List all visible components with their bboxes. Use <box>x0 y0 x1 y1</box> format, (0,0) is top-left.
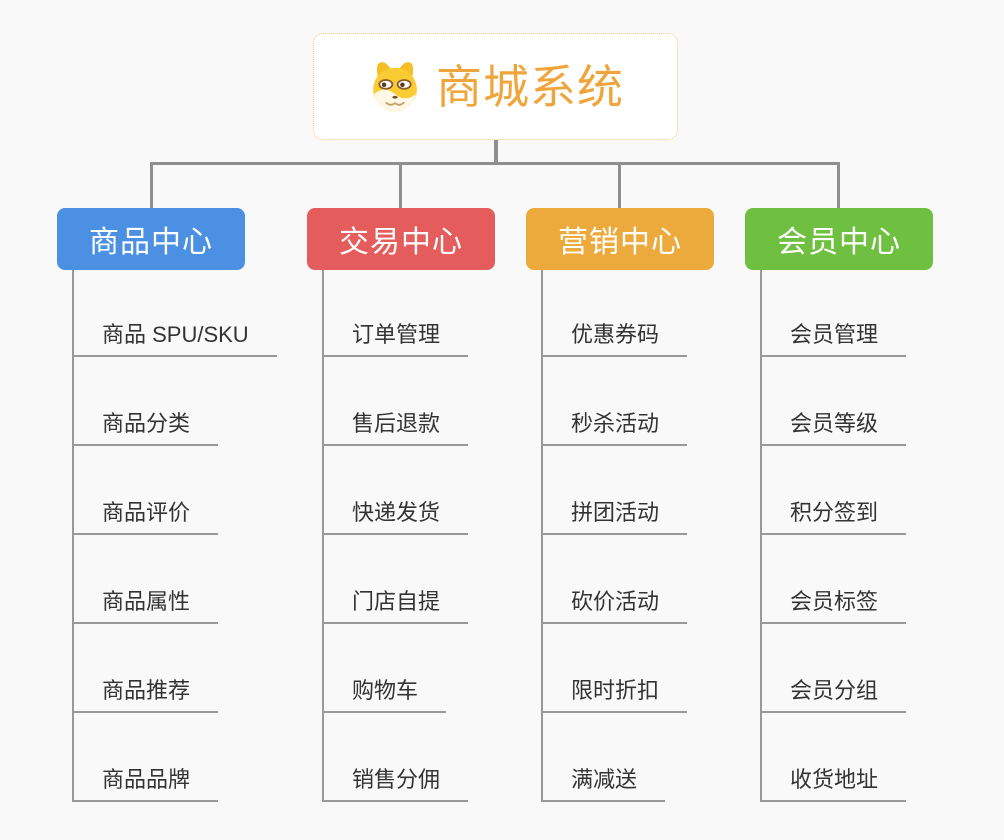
leaf-node[interactable]: 销售分佣 <box>322 767 469 802</box>
connector-bus <box>150 162 840 165</box>
leaf-node[interactable]: 门店自提 <box>322 589 469 624</box>
branch-trunk-line <box>541 270 543 800</box>
leaf-node[interactable]: 商品 SPU/SKU <box>72 322 277 357</box>
branch-node-product-center[interactable]: 商品中心 <box>57 208 245 270</box>
connector-drop <box>837 164 840 209</box>
branch-node-marketing-center[interactable]: 营销中心 <box>526 208 714 270</box>
leaf-node[interactable]: 砍价活动 <box>541 589 688 624</box>
leaf-node[interactable]: 会员标签 <box>760 589 907 624</box>
branch-product-center: 商品中心 商品 SPU/SKU 商品分类 商品评价 商品属性 商品推荐 商品品牌 <box>57 208 277 808</box>
leaf-node[interactable]: 商品品牌 <box>72 767 219 802</box>
branch-trunk-line <box>72 270 74 800</box>
branch-member-center: 会员中心 会员管理 会员等级 积分签到 会员标签 会员分组 收货地址 <box>745 208 933 808</box>
leaf-node[interactable]: 会员等级 <box>760 411 907 446</box>
connector-drop <box>150 164 153 209</box>
leaf-node[interactable]: 购物车 <box>322 678 447 713</box>
branch-node-member-center[interactable]: 会员中心 <box>745 208 933 270</box>
branch-node-trade-center[interactable]: 交易中心 <box>307 208 495 270</box>
leaf-node[interactable]: 商品推荐 <box>72 678 219 713</box>
leaf-node[interactable]: 满减送 <box>541 767 666 802</box>
branch-trunk-line <box>322 270 324 800</box>
branch-trade-center: 交易中心 订单管理 售后退款 快递发货 门店自提 购物车 销售分佣 <box>307 208 495 808</box>
leaf-node[interactable]: 积分签到 <box>760 500 907 535</box>
leaf-node[interactable]: 商品属性 <box>72 589 219 624</box>
leaf-node[interactable]: 商品分类 <box>72 411 219 446</box>
leaf-node[interactable]: 秒杀活动 <box>541 411 688 446</box>
branch-marketing-center: 营销中心 优惠券码 秒杀活动 拼团活动 砍价活动 限时折扣 满减送 <box>526 208 714 808</box>
leaf-node[interactable]: 优惠券码 <box>541 322 688 357</box>
leaf-node[interactable]: 售后退款 <box>322 411 469 446</box>
leaf-node[interactable]: 限时折扣 <box>541 678 688 713</box>
doge-face-icon <box>373 61 417 111</box>
connector-drop <box>618 164 621 209</box>
leaf-node[interactable]: 收货地址 <box>760 767 907 802</box>
root-node-mall-system[interactable]: 商城系统 <box>313 33 678 140</box>
leaf-node[interactable]: 订单管理 <box>322 322 469 357</box>
leaf-node[interactable]: 拼团活动 <box>541 500 688 535</box>
root-title: 商城系统 <box>436 60 624 113</box>
leaf-node[interactable]: 商品评价 <box>72 500 219 535</box>
leaf-node[interactable]: 快递发货 <box>322 500 469 535</box>
branch-trunk-line <box>760 270 762 800</box>
leaf-node[interactable]: 会员分组 <box>760 678 907 713</box>
connector-drop <box>399 164 402 209</box>
leaf-node[interactable]: 会员管理 <box>760 322 907 357</box>
connector-root-drop <box>494 140 498 164</box>
